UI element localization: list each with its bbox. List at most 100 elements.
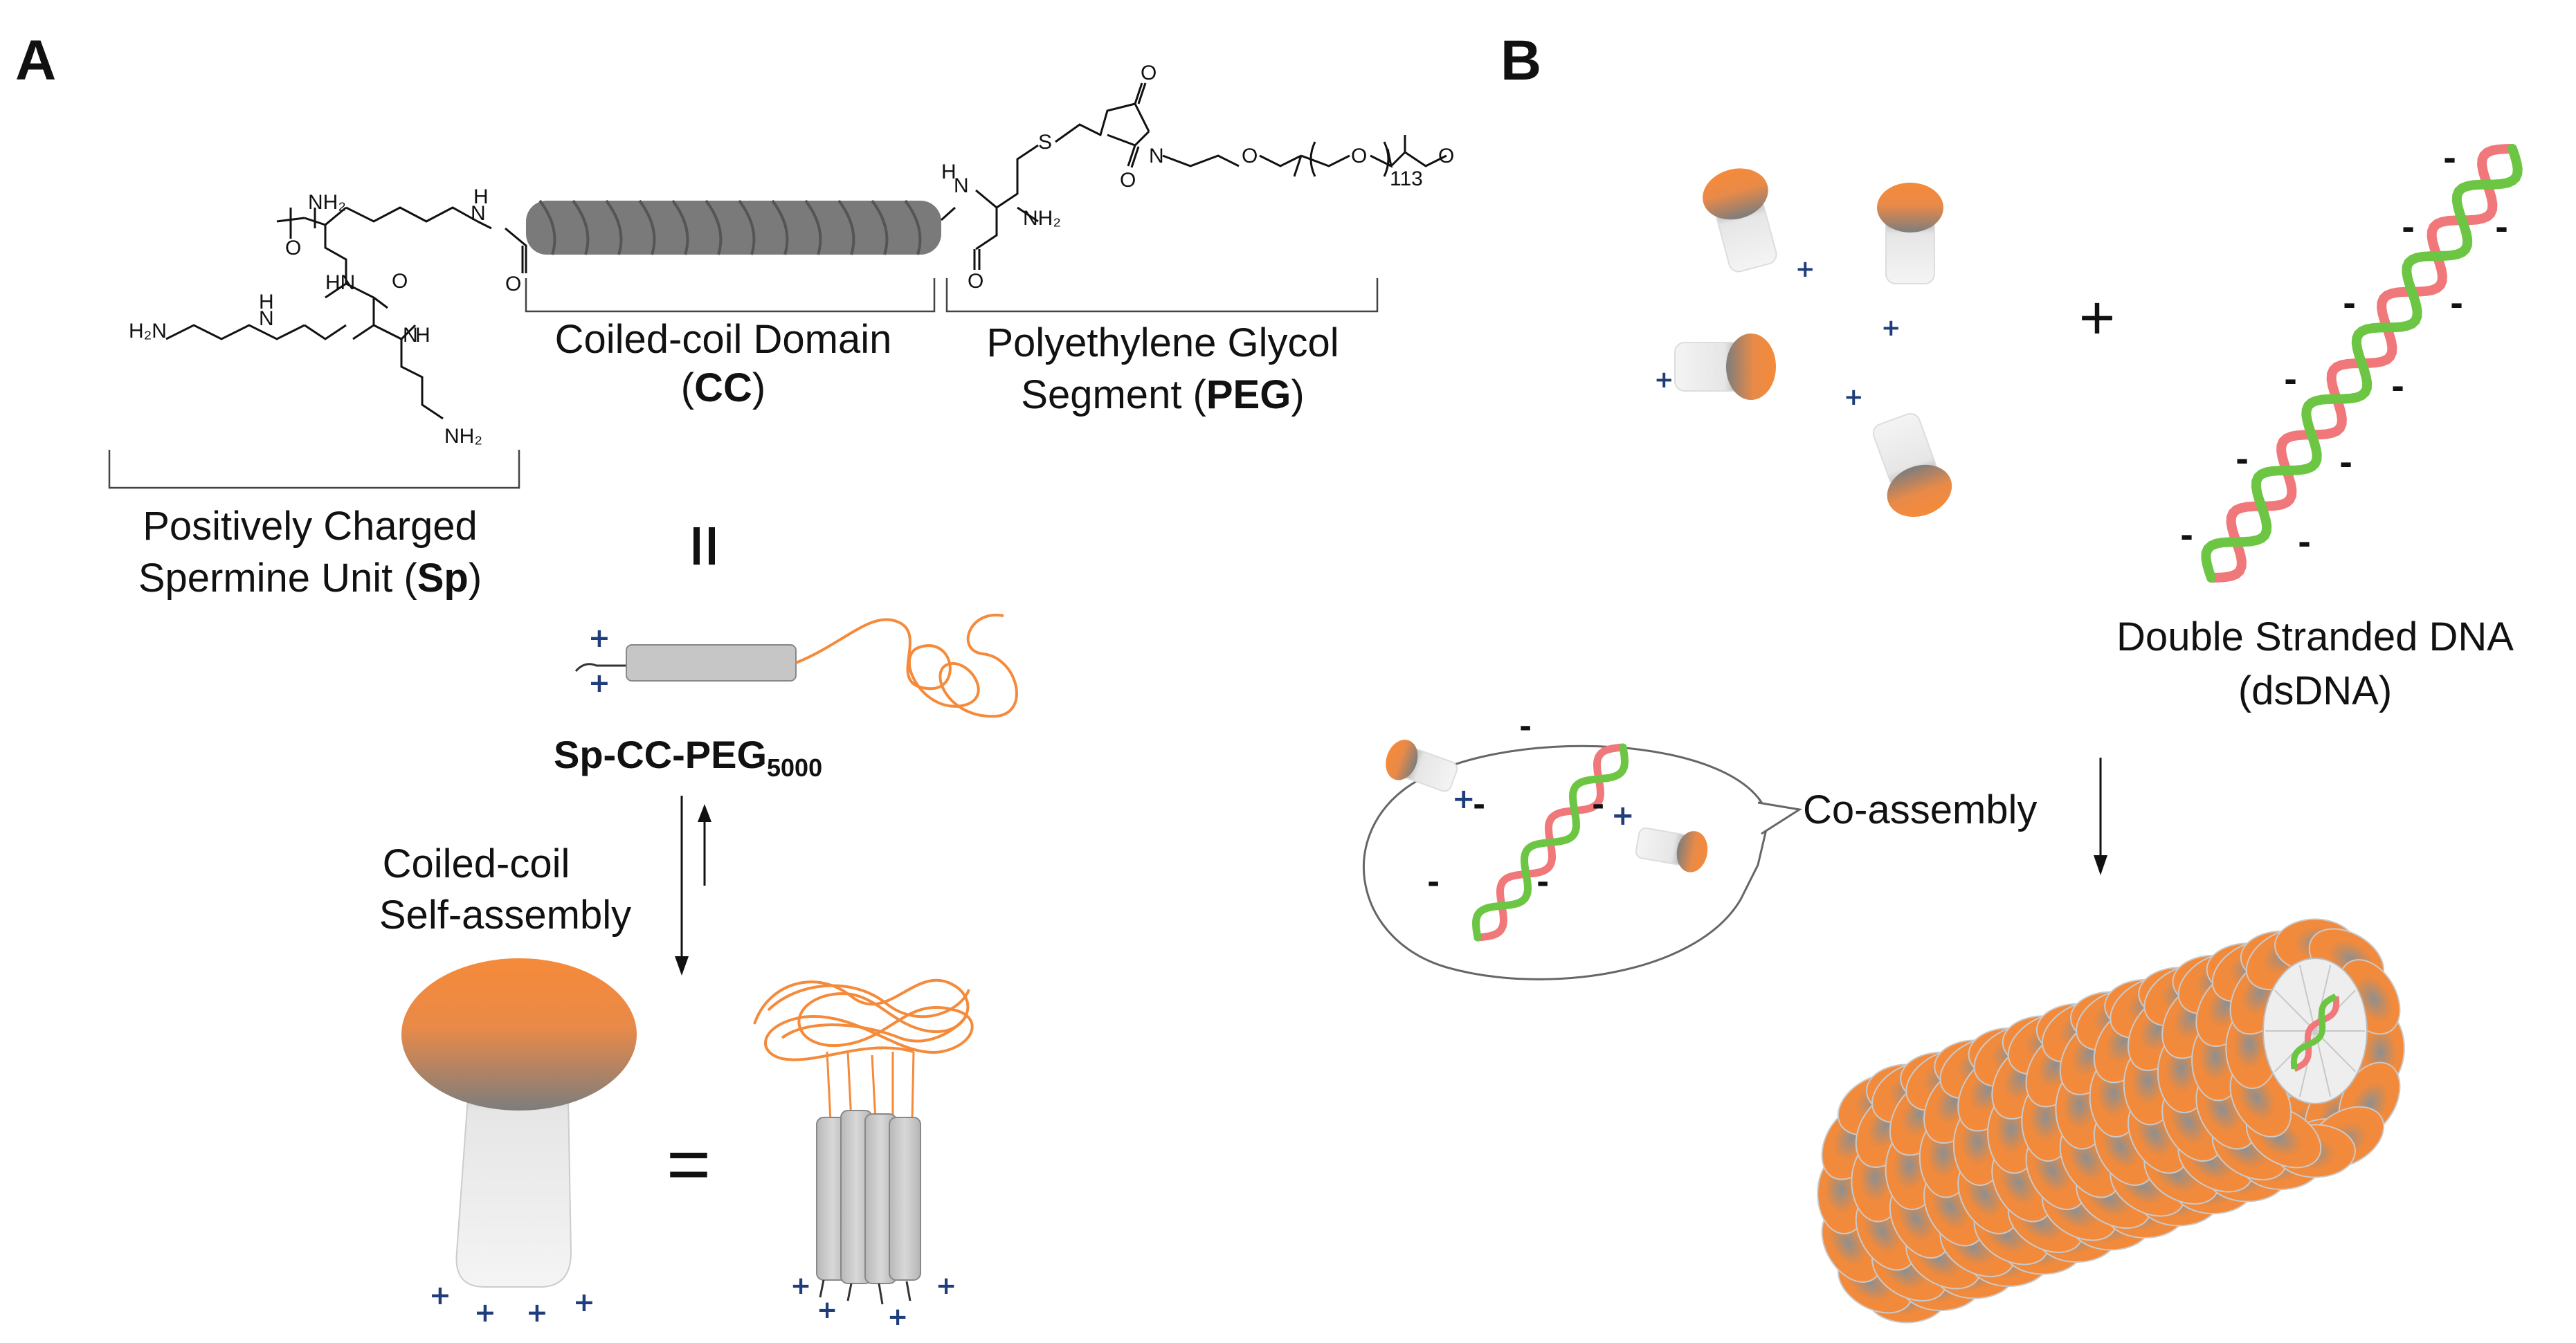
dna-minus-charge: - [2495,209,2508,246]
tube-dna-pink [2293,996,2340,1072]
dsdna-line1: Double Stranded DNA [2116,614,2514,659]
selfassembly-line2: Self-assembly [379,893,631,938]
helix-turn [738,199,756,255]
atom-peg-n: 113 [1390,167,1423,190]
atom-o-succ-top: O [1141,62,1157,84]
atom-n1: N [259,307,274,330]
atom-o-amide: O [285,237,301,259]
dna-minus-charge: - [2235,441,2249,478]
helix-turn [572,199,590,255]
atom-o-peg3: O [1438,145,1454,167]
dna-minus-charge: - [2402,209,2415,246]
dsdna-helix: ----------- [2180,140,2523,583]
label-peg-line2: Segment (PEG) [1021,372,1304,417]
spermine-structure: NH₂ O HN O H₂N H N H N NH₂ N H O [129,185,527,448]
dna-minus-charge: - [2180,517,2193,554]
helix-turn [837,199,855,255]
helix-turn [538,199,556,255]
free-plus-4: + [1844,383,1864,411]
bundle-plus-1: + [790,1272,811,1300]
micelle-plus-4: + [573,1287,595,1317]
bundle-plus-4: + [936,1272,956,1300]
dna-minus-charge: - [2284,361,2297,399]
bracket-peg [945,278,1379,313]
label-sp-line2: Spermine Unit (Sp) [138,556,482,601]
sp-cc-peg-cartoon: + + [574,613,1018,718]
atom-o-left: O [392,270,408,293]
helix-turn [638,199,656,255]
bracket-sp [108,450,520,489]
atom-s: S [1038,131,1052,154]
tube-spoke [2298,965,2316,1032]
peg-structure: H N O NH₂ S O O N O O O 113 [940,62,1454,293]
free-micelles: + + + + [1654,168,1952,517]
zoom-bubble: + + - - - - - [1363,709,1803,980]
atom-n-right-h: H [941,161,956,183]
atom-h-left: H [473,185,489,208]
bubble-plus-2: + [1611,800,1635,832]
label-cc-line1: Coiled-coil Domain [555,317,892,362]
helix-turn [671,199,689,255]
bundle-plus-2: + [817,1296,837,1324]
atom-h2n: H₂N [129,320,167,342]
bubble-minus-3: - [1519,709,1532,744]
atom-n-h-left: N [471,202,486,225]
panel-label-a: A [15,29,56,92]
coassembly-arrow [2094,758,2107,875]
plus-big: + [2079,284,2116,353]
mushroom-micelle: + + + + [401,958,637,1328]
label-peg-line1: Polyethylene Glycol [986,320,1339,365]
bubble-plus-1: + [1452,783,1476,815]
coiled-coil-bundle: + + + + [753,978,974,1331]
dna-minus-charge: - [2298,524,2311,561]
label-sp-line1: Positively Charged [143,504,478,549]
free-plus-1: + [1795,255,1815,283]
equals-rotated [693,527,715,565]
micelle-plus-2: + [474,1297,496,1328]
tube-dna-green [2290,993,2337,1070]
bubble-minus-1: - [1473,787,1485,823]
micelle-plus-1: + [429,1280,451,1310]
equals-sign: = [666,1122,711,1207]
atom-nh2-top: NH₂ [308,191,346,214]
atom-n-right: N [954,174,969,197]
bundle-plus-3: + [887,1303,908,1331]
atom-n-succ: N [1149,145,1164,167]
dna-minus-charge: - [2443,140,2456,177]
tube-spoke [2274,989,2316,1032]
cartoon-plus-2: + [588,668,610,698]
cartoon-cylinder [626,644,797,682]
helix-turn [871,199,889,255]
bracket-cc [525,278,936,313]
dna-minus-charge: - [2450,285,2463,322]
dna-minus-charge: - [2343,285,2356,322]
helix-turn [605,199,623,255]
coiled-coil-helix [526,199,941,255]
free-plus-3: + [1654,366,1674,394]
helix-turn [705,199,723,255]
equilibrium-arrows [675,796,711,976]
cartoon-plus-1: + [588,623,610,653]
micelle-plus-3: + [526,1297,548,1328]
nanotube-assembly [1817,918,2405,1324]
helix-turn [771,199,789,255]
atom-h1: H [259,291,274,313]
selfassembly-line1: Coiled-coil [383,841,570,886]
atom-o-cc: O [505,273,521,295]
atom-o-right: O [968,270,983,293]
label-cc-line2: (CC) [681,365,765,410]
helix-turn [804,199,822,255]
cartoon-peg-coil [795,613,1018,718]
atom-o-peg1: O [1242,145,1258,167]
free-plus-2: + [1881,314,1901,342]
atom-h-nh: H [415,324,430,347]
panel-label-b: B [1500,29,1541,92]
atom-hn: HN [325,271,355,294]
coassembly-label: Co-assembly [1803,787,2037,832]
atom-o-succ-bottom: O [1120,169,1136,192]
atom-o-peg2: O [1351,145,1367,167]
bubble-minus-2: - [1592,787,1604,823]
compound-label: Sp-CC-PEG5000 [554,733,822,782]
bubble-minus-4: - [1427,865,1440,900]
